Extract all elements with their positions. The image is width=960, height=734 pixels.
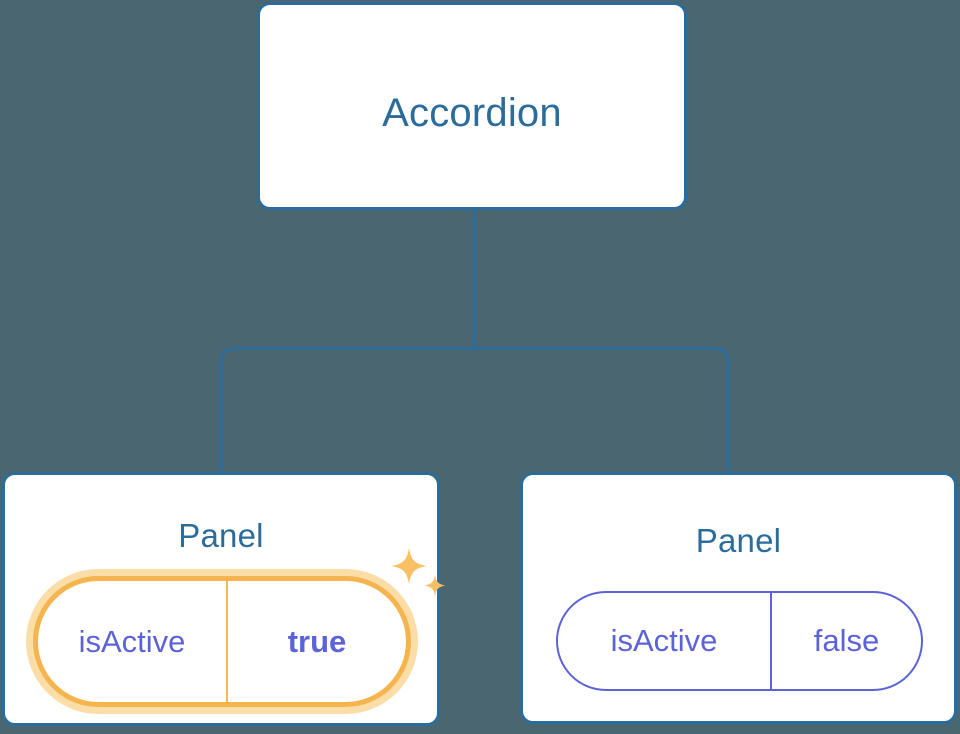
node-panel-active-title: Panel bbox=[178, 517, 264, 554]
prop-pill-isactive-false[interactable]: isActive false bbox=[556, 591, 923, 691]
node-panel-inactive-title: Panel bbox=[695, 522, 782, 559]
connector-branch-bar bbox=[219, 347, 730, 474]
prop-pill-isactive-true[interactable]: isActive true bbox=[33, 576, 411, 707]
node-accordion-title: Accordion bbox=[382, 91, 562, 135]
prop-key-label: isActive bbox=[558, 593, 772, 689]
prop-value-label: true bbox=[287, 623, 347, 659]
prop-key-label: isActive bbox=[38, 581, 228, 702]
node-accordion[interactable]: Accordion bbox=[257, 2, 687, 210]
prop-value-label: false bbox=[813, 623, 880, 658]
